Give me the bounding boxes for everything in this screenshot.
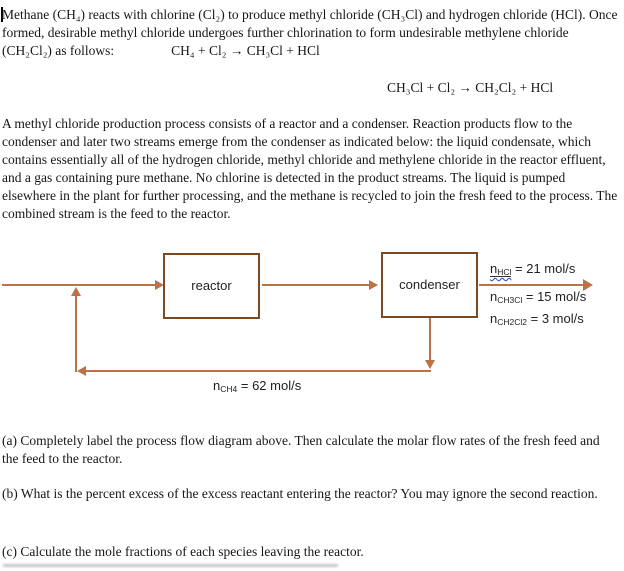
stream-value-ch2cl2: = 3 mol/s xyxy=(527,311,584,326)
recycle-up-arrowhead-icon xyxy=(71,287,81,296)
recycle-left-arrowhead-icon xyxy=(77,366,86,376)
equation-2: CH₃Cl + Cl₂ → CH₂Cl₂ + HCl xyxy=(387,80,554,95)
question-c: (c) Calculate the mole fractions of each… xyxy=(2,544,364,559)
fresh-feed-line xyxy=(2,284,155,286)
stream-label-ch4-recycle: nCH4 = 62 mol/s xyxy=(213,377,301,398)
stream-var-ch2cl2: nCH2Cl2 xyxy=(490,311,527,327)
stream-var-ch4: nCH4 xyxy=(213,378,238,394)
paragraph-intro-text: Methane (CH₄) reacts with chlorine (Cl₂)… xyxy=(2,7,618,58)
condenser-label: condenser xyxy=(399,277,460,292)
recycle-riser-line xyxy=(75,296,77,372)
equation-1: CH₄ + Cl₂ → CH₃Cl + HCl xyxy=(171,43,320,58)
paragraph-process-description: A methyl chloride production process con… xyxy=(2,116,618,221)
cut-off-next-line-artifact xyxy=(3,564,338,567)
stream-value-hcl: = 21 mol/s xyxy=(511,261,576,276)
gas-outlet-arrowhead-icon xyxy=(425,360,435,369)
condenser-box: condenser xyxy=(381,252,478,318)
question-b: (b) What is the percent excess of the ex… xyxy=(2,486,598,501)
stream-value-ch3cl: = 15 mol/s xyxy=(522,289,587,304)
stream-label-hcl: nHCl = 21 mol/s xyxy=(490,260,575,281)
stream-var-ch3cl: nCH3Cl xyxy=(490,289,523,305)
stream-var-hcl: nHCl xyxy=(490,261,512,277)
gas-outlet-line xyxy=(429,318,431,360)
stream-label-ch3cl: nCH3Cl = 15 mol/s xyxy=(490,288,586,309)
recycle-return-line xyxy=(86,370,431,372)
reactor-to-condenser-line xyxy=(262,284,369,286)
liquid-outlet-line xyxy=(479,284,583,286)
reactor-box: reactor xyxy=(163,253,260,319)
stream-value-ch4: = 62 mol/s xyxy=(237,378,302,393)
liquid-outlet-arrowhead-icon xyxy=(583,279,593,291)
text-cursor xyxy=(1,7,3,22)
stream-label-ch2cl2: nCH2Cl2 = 3 mol/s xyxy=(490,310,584,331)
reactor-label: reactor xyxy=(191,278,232,293)
paragraph-intro: Methane (CH₄) reacts with chlorine (Cl₂)… xyxy=(2,6,618,60)
reactor-to-condenser-arrowhead-icon xyxy=(369,280,378,290)
question-a: (a) Completely label the process flow di… xyxy=(2,433,600,466)
feed-arrowhead-icon xyxy=(155,280,164,290)
